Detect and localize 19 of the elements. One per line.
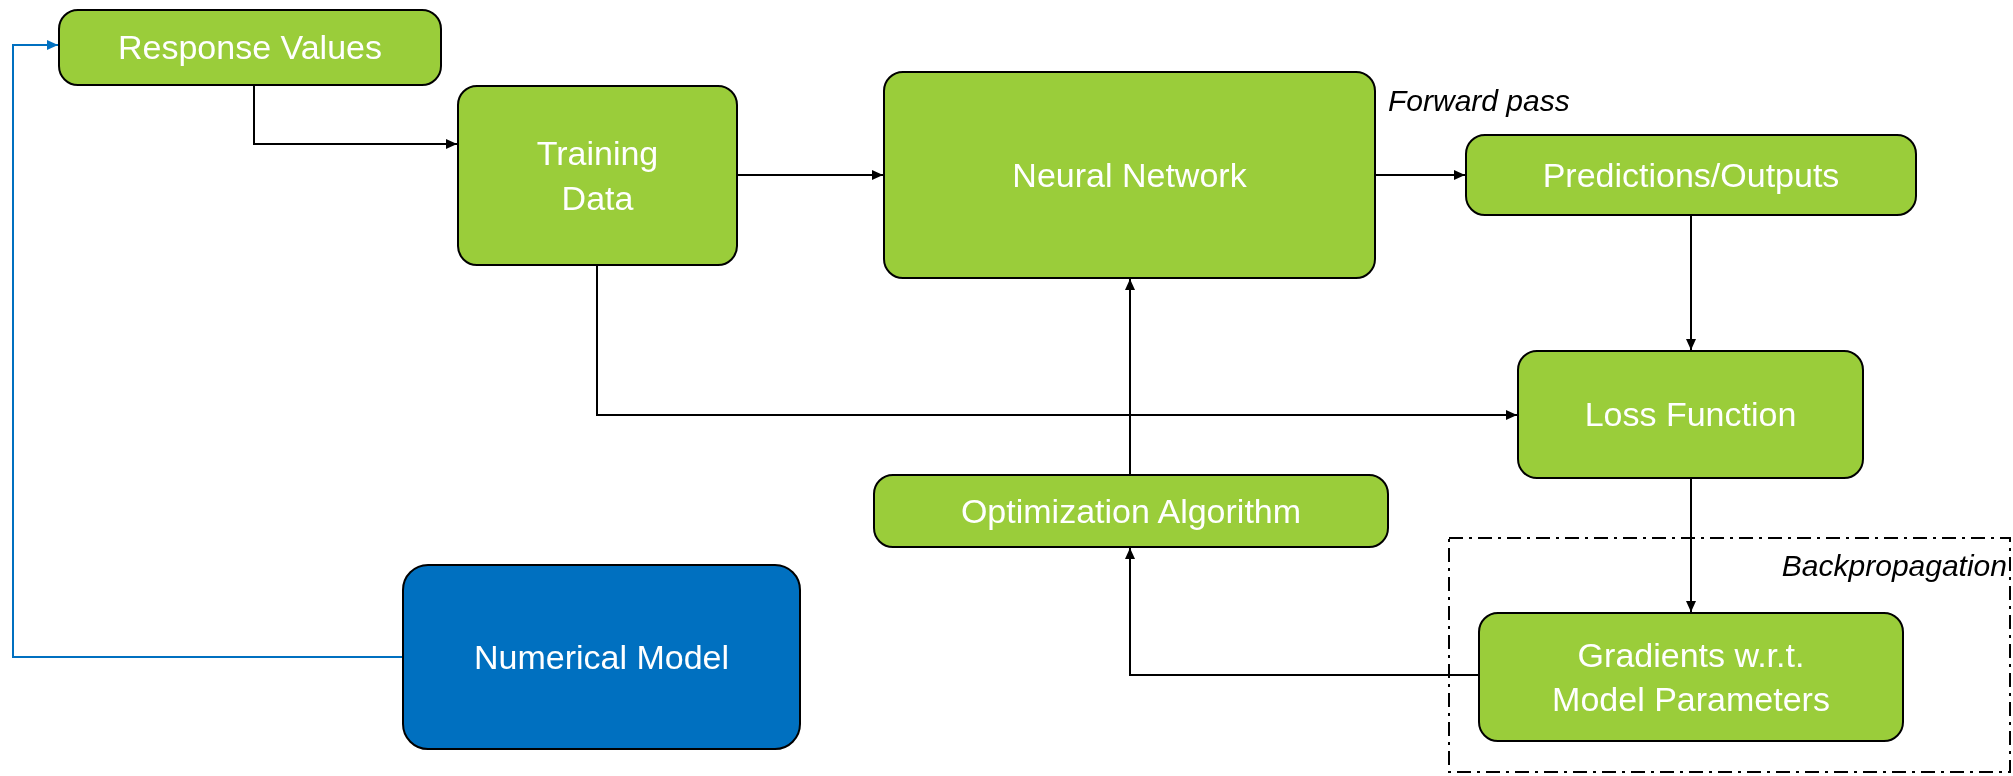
process-box: Optimization Algorithm [873,474,1389,548]
arrow [737,170,884,180]
process-box: Predictions/Outputs [1465,134,1917,216]
process-box: Gradients w.r.t. Model Parameters [1478,612,1904,742]
process-box: Response Values [58,9,442,86]
process-box: Numerical Model [402,564,801,750]
process-box: Neural Network [883,71,1376,279]
arrow [253,85,458,149]
process-box: Training Data [457,85,738,266]
arrow [596,265,1518,420]
arrow [1125,547,1479,676]
arrow [12,40,403,658]
arrow [1375,170,1466,180]
arrow [1686,478,1696,613]
arrow [1125,278,1135,475]
arrow [1686,215,1696,351]
edge-label: Forward pass [1388,86,1570,116]
region-label: Backpropagation [1781,551,2007,581]
process-box: Loss Function [1517,350,1864,479]
